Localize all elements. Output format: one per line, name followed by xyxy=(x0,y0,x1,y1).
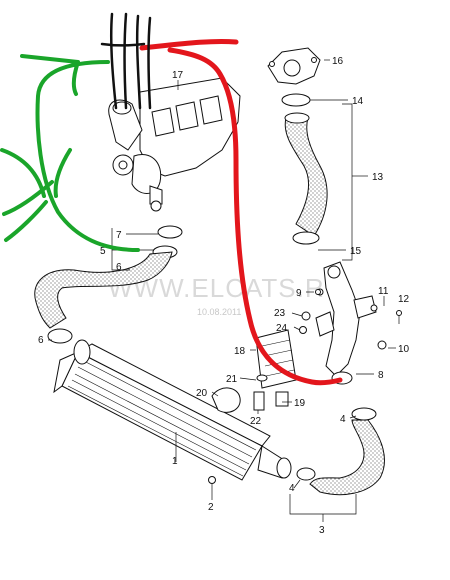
callout-13: 13 xyxy=(372,172,384,183)
clamp-6-left xyxy=(47,328,73,344)
hose-bracket xyxy=(315,261,378,385)
leader-lines xyxy=(48,59,396,522)
black-marker-lines xyxy=(100,12,152,110)
callout-14: 14 xyxy=(352,96,364,107)
hand-drawn-markers xyxy=(0,12,343,386)
clamp-4-right xyxy=(351,407,377,421)
red-marker-arrow xyxy=(139,38,343,386)
bolt-2 xyxy=(208,476,216,494)
callout-12: 12 xyxy=(398,294,410,305)
callout-24: 24 xyxy=(276,323,288,334)
hose-clamp-15 xyxy=(292,231,320,245)
upper-hose-top-end xyxy=(284,112,310,124)
callout-18: 18 xyxy=(234,346,246,357)
hose-clamp-14 xyxy=(281,93,311,107)
callout-17: 17 xyxy=(172,70,184,81)
callout-20: 20 xyxy=(196,388,208,399)
clamp-7 xyxy=(157,225,183,239)
turbocharger-manifold xyxy=(108,77,241,212)
lower-charge-hose xyxy=(309,419,385,496)
callout-5: 5 xyxy=(100,246,106,257)
callout-4-right: 4 xyxy=(340,414,346,425)
callout-10: 10 xyxy=(398,344,410,355)
callout-15: 15 xyxy=(350,246,362,257)
date-stamp: 10.08.2011 xyxy=(197,307,241,317)
callout-21: 21 xyxy=(226,374,238,385)
callout-2: 2 xyxy=(208,502,214,513)
clamp-4-lower xyxy=(296,467,316,481)
callout-7: 7 xyxy=(116,230,122,241)
callout-6-left: 6 xyxy=(38,335,44,346)
callout-4-lower: 4 xyxy=(289,483,295,494)
callout-23: 23 xyxy=(274,308,286,319)
callout-6-upper: 6 xyxy=(116,262,122,273)
callout-9: 9 xyxy=(296,288,302,299)
callout-11: 11 xyxy=(378,286,389,297)
green-marker-arrow xyxy=(0,54,140,252)
callout-1: 1 xyxy=(172,456,178,467)
throttle-flange xyxy=(267,47,321,85)
callout-labels: 17 16 14 13 15 7 5 6 6 1 2 3 4 4 8 10 11… xyxy=(38,56,410,536)
callout-3: 3 xyxy=(319,525,325,536)
callout-19: 19 xyxy=(294,398,306,409)
callout-16: 16 xyxy=(332,56,344,67)
upper-charge-hose xyxy=(284,117,328,237)
left-charge-hose xyxy=(34,251,173,329)
small-hardware xyxy=(211,289,402,413)
intercooler xyxy=(53,339,292,481)
callout-8: 8 xyxy=(378,370,384,381)
callout-22: 22 xyxy=(250,416,262,427)
